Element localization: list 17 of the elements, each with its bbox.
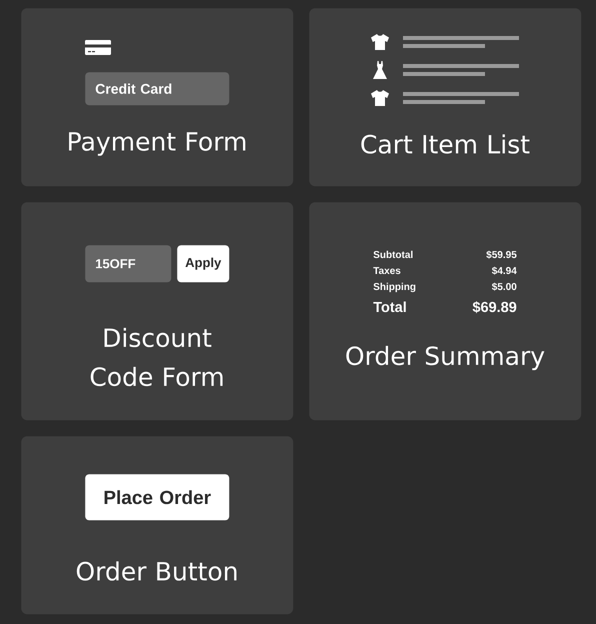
button: Place Order bbox=[85, 474, 230, 520]
card-title: Discount Code Form bbox=[90, 328, 223, 386]
button: Apply bbox=[177, 245, 230, 282]
card-title: Cart Item List bbox=[361, 134, 530, 154]
summary-label: Subtotal bbox=[373, 250, 412, 258]
summary-amount: $69.89 bbox=[472, 301, 516, 314]
summary-label: Total bbox=[373, 302, 406, 312]
summary-amount: $4.94 bbox=[492, 266, 517, 275]
card-title: Order Summary bbox=[346, 346, 544, 370]
input-field: Credit Card bbox=[85, 72, 230, 106]
card-title: Payment Form bbox=[69, 132, 246, 156]
summary-amount: $59.95 bbox=[486, 250, 517, 259]
card-title: Order Button bbox=[76, 561, 236, 581]
summary-amount: $5.00 bbox=[492, 282, 516, 291]
summary-label: Shipping bbox=[373, 282, 416, 292]
input-field: 15OFF bbox=[85, 245, 172, 282]
summary-label: Taxes bbox=[373, 267, 400, 274]
